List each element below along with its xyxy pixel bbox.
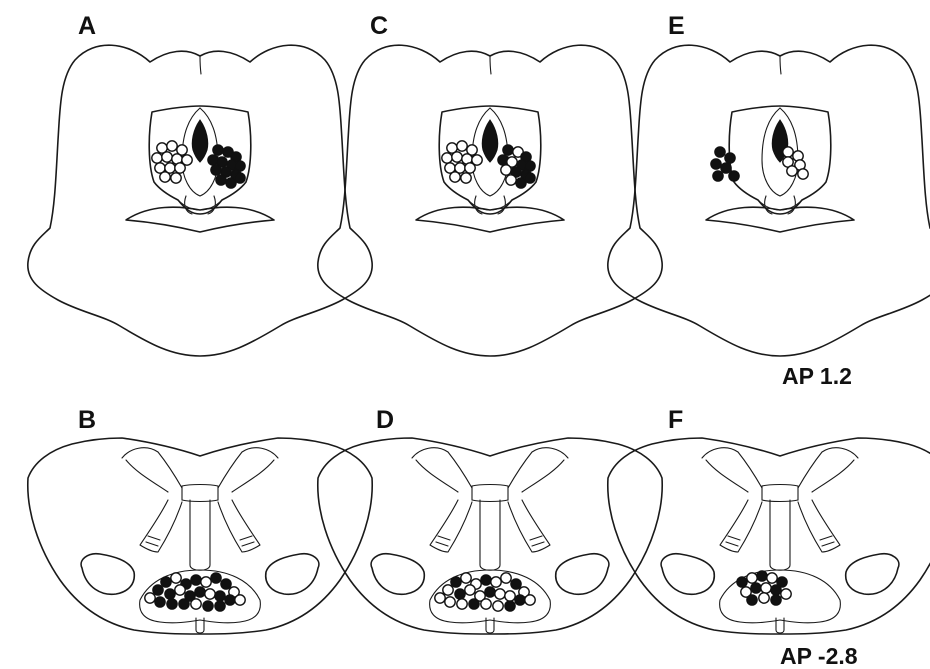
marker-a-right-10 xyxy=(216,175,226,185)
marker-f-11 xyxy=(759,593,769,603)
marker-c-left-3 xyxy=(442,153,452,163)
marker-e-left-2 xyxy=(711,159,721,169)
marker-b-21 xyxy=(191,599,201,609)
marker-d-10 xyxy=(445,597,455,607)
marker-d-19 xyxy=(457,599,467,609)
marker-b-2 xyxy=(161,577,171,587)
marker-b-23 xyxy=(215,601,225,611)
marker-e-left-5 xyxy=(713,171,723,181)
marker-b-18 xyxy=(235,595,245,605)
marker-d-7 xyxy=(501,573,511,583)
marker-e-right-5 xyxy=(798,169,808,179)
marker-a-left-4 xyxy=(162,152,172,162)
marker-b-11 xyxy=(165,589,175,599)
marker-f-1 xyxy=(747,573,757,583)
marker-c-left-4 xyxy=(452,152,462,162)
marker-d-1 xyxy=(443,585,453,595)
marker-d-6 xyxy=(491,577,501,587)
marker-b-12 xyxy=(175,585,185,595)
marker-f-12 xyxy=(771,595,781,605)
marker-b-3 xyxy=(171,573,181,583)
marker-a-right-0 xyxy=(213,145,223,155)
section-outline-a xyxy=(28,45,372,356)
panel-label-d: D xyxy=(376,406,394,434)
section-outline-e xyxy=(608,45,930,356)
marker-c-left-9 xyxy=(465,163,475,173)
marker-e-right-0 xyxy=(783,147,793,157)
marker-b-6 xyxy=(201,577,211,587)
marker-d-12 xyxy=(465,585,475,595)
marker-a-left-3 xyxy=(152,153,162,163)
marker-b-16 xyxy=(215,591,225,601)
level-label-upper: AP 1.2 xyxy=(782,363,852,389)
marker-f-3 xyxy=(767,573,777,583)
marker-d-23 xyxy=(505,601,515,611)
marker-e-left-4 xyxy=(729,171,739,181)
marker-c-left-11 xyxy=(461,173,471,183)
marker-d-0 xyxy=(435,593,445,603)
marker-b-5 xyxy=(191,575,201,585)
level-label-lower: AP -2.8 xyxy=(780,643,858,669)
section-outline-c xyxy=(318,45,662,356)
marker-b-22 xyxy=(203,601,213,611)
marker-f-8 xyxy=(771,585,781,595)
panel-label-f: F xyxy=(668,406,683,434)
marker-f-6 xyxy=(751,583,761,593)
marker-d-17 xyxy=(515,595,525,605)
marker-a-right-7 xyxy=(211,165,221,175)
marker-e-right-4 xyxy=(787,166,797,176)
marker-f-7 xyxy=(761,583,771,593)
marker-d-22 xyxy=(493,601,503,611)
marker-layer xyxy=(145,141,808,611)
marker-f-10 xyxy=(747,595,757,605)
marker-d-20 xyxy=(469,599,479,609)
marker-d-15 xyxy=(495,589,505,599)
marker-d-3 xyxy=(461,573,471,583)
marker-b-19 xyxy=(167,599,177,609)
marker-b-17 xyxy=(225,595,235,605)
marker-f-2 xyxy=(757,571,767,581)
marker-a-left-9 xyxy=(175,163,185,173)
marker-e-left-3 xyxy=(721,163,731,173)
marker-b-0 xyxy=(145,593,155,603)
marker-b-14 xyxy=(195,587,205,597)
marker-d-11 xyxy=(455,589,465,599)
marker-c-right-12 xyxy=(525,173,535,183)
marker-d-16 xyxy=(505,591,515,601)
marker-b-1 xyxy=(153,585,163,595)
marker-b-7 xyxy=(211,573,221,583)
marker-c-right-10 xyxy=(506,175,516,185)
marker-b-15 xyxy=(205,589,215,599)
marker-c-right-0 xyxy=(503,145,513,155)
marker-a-left-1 xyxy=(167,141,177,151)
marker-d-8 xyxy=(511,579,521,589)
marker-b-20 xyxy=(179,599,189,609)
marker-d-18 xyxy=(525,595,535,605)
marker-d-14 xyxy=(485,587,495,597)
marker-a-right-12 xyxy=(235,173,245,183)
marker-c-right-7 xyxy=(501,165,511,175)
panel-label-e: E xyxy=(668,12,685,40)
marker-e-left-1 xyxy=(725,153,735,163)
marker-b-10 xyxy=(155,597,165,607)
marker-f-9 xyxy=(781,589,791,599)
marker-e-left-0 xyxy=(715,147,725,157)
marker-a-left-10 xyxy=(160,172,170,182)
marker-b-8 xyxy=(221,579,231,589)
marker-d-21 xyxy=(481,599,491,609)
marker-f-0 xyxy=(737,577,747,587)
marker-d-5 xyxy=(481,575,491,585)
marker-c-left-10 xyxy=(450,172,460,182)
panel-label-c: C xyxy=(370,12,388,40)
marker-d-2 xyxy=(451,577,461,587)
panel-label-a: A xyxy=(78,12,96,40)
marker-c-left-1 xyxy=(457,141,467,151)
marker-a-left-11 xyxy=(171,173,181,183)
panel-label-b: B xyxy=(78,406,96,434)
